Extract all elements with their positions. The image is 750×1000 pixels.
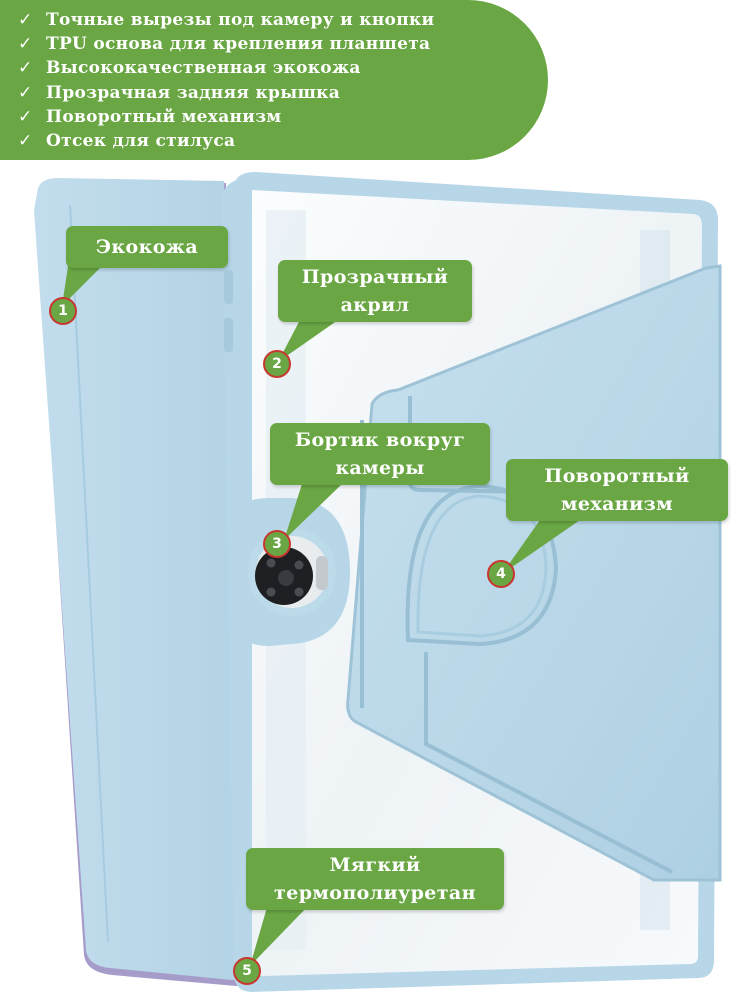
check-icon: ✓: [18, 34, 33, 55]
feature-item: ✓ Поворотный механизм: [18, 105, 548, 129]
callout-text: Экокожа: [95, 236, 199, 258]
check-icon: ✓: [18, 58, 33, 79]
check-icon: ✓: [18, 10, 33, 30]
feature-text: Точные вырезы под камеру и кнопки: [46, 10, 435, 30]
feature-item: ✓ Высококачественная экокожа: [18, 56, 548, 80]
feature-text: Поворотный механизм: [46, 106, 282, 127]
camera-flash: [316, 556, 328, 590]
callout-text: термополиуретан: [274, 882, 476, 904]
callout-text: Бортик вокруг: [294, 429, 466, 451]
callout-text: акрил: [340, 294, 410, 316]
stand-panel: [346, 264, 722, 882]
callout-label-camera-rim: Бортик вокруг камеры: [270, 423, 490, 485]
callout-text: Прозрачный: [301, 266, 449, 288]
camera-sensor: [266, 587, 276, 597]
feature-item: ✓ Отсек для стилуса: [18, 129, 548, 153]
stand-fold-line: [424, 652, 673, 874]
callout-pointer-2: [278, 320, 338, 362]
callout-number-badge: 3: [263, 530, 291, 558]
callout-number-badge: 4: [487, 560, 515, 588]
feature-banner: ✓ Точные вырезы под камеру и кнопки ✓ TPU …: [0, 0, 548, 160]
feature-text: Высококачественная экокожа: [46, 58, 361, 79]
check-icon: ✓: [18, 106, 33, 127]
check-icon: ✓: [18, 82, 33, 103]
side-button: [224, 318, 233, 352]
camera-lens-inner: [278, 570, 294, 586]
callout-text: камеры: [335, 457, 425, 479]
callout-text: Мягкий: [329, 854, 421, 876]
side-button: [224, 270, 233, 304]
callout-pointer-1: [62, 266, 102, 306]
callout-pointer-3: [284, 484, 342, 540]
callout-pointer-5: [250, 904, 310, 966]
callout-number-badge: 2: [263, 350, 291, 378]
leather-cover: [34, 178, 246, 986]
feature-text: Прозрачная задняя крышка: [46, 82, 341, 103]
feature-item: ✓ TPU основа для крепления планшета: [18, 32, 548, 56]
camera-sensor: [294, 587, 304, 597]
feature-text: Отсек для стилуса: [46, 131, 236, 152]
callout-label-tpu: Мягкий термополиуретан: [246, 848, 504, 910]
callout-pointer-4: [502, 520, 580, 574]
callout-text: механизм: [560, 493, 674, 515]
camera-sensor: [294, 560, 304, 570]
callout-number-badge: 5: [233, 957, 261, 985]
check-icon: ✓: [18, 131, 33, 152]
feature-text: TPU основа для крепления планшета: [46, 34, 431, 55]
callout-label-rotation: Поворотный механизм: [506, 459, 728, 521]
feature-item: ✓ Прозрачная задняя крышка: [18, 81, 548, 105]
feature-item: ✓ Точные вырезы под камеру и кнопки: [18, 8, 548, 32]
camera-sensor: [266, 558, 276, 568]
cover-surface: [34, 178, 242, 980]
callout-text: Поворотный: [544, 465, 690, 487]
callout-label-acrylic: Прозрачный акрил: [278, 260, 472, 322]
callout-label-eco-leather: Экокожа: [66, 226, 228, 268]
callout-number-badge: 1: [49, 297, 77, 325]
cover-seam: [69, 204, 109, 943]
